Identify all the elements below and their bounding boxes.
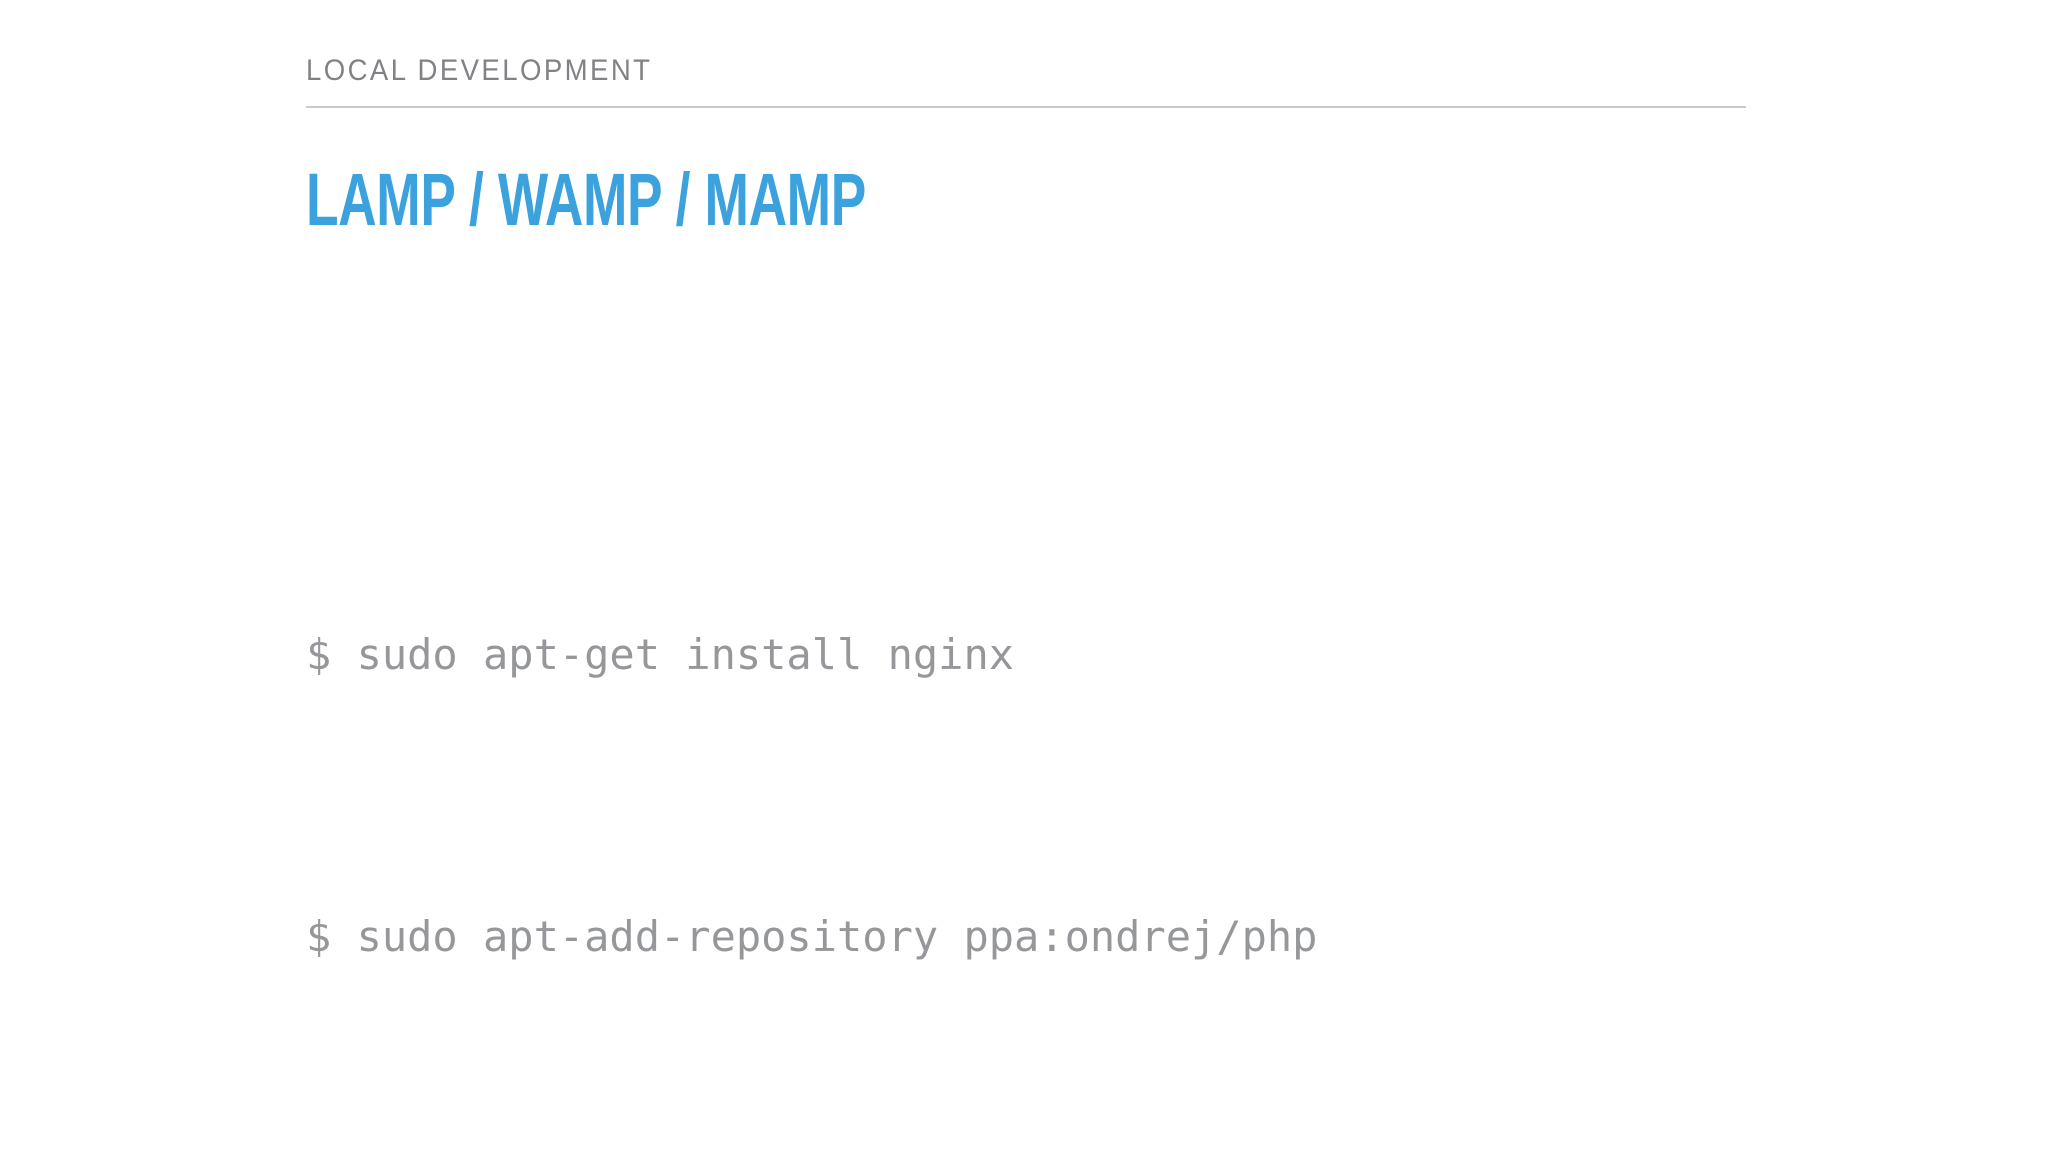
eyebrow-label: LOCAL DEVELOPMENT [306,54,653,87]
code-line: $ sudo apt-add-repository ppa:ondrej/php [306,912,1318,961]
code-line: $ sudo apt-get install nginx [306,630,1015,679]
slide-header: LOCAL DEVELOPMENT [306,54,1746,108]
terminal-code-block: $ sudo apt-get install nginx $ sudo apt-… [306,420,1469,1152]
page-title: LAMP / WAMP / MAMP [306,158,866,241]
header-divider [306,106,1746,108]
